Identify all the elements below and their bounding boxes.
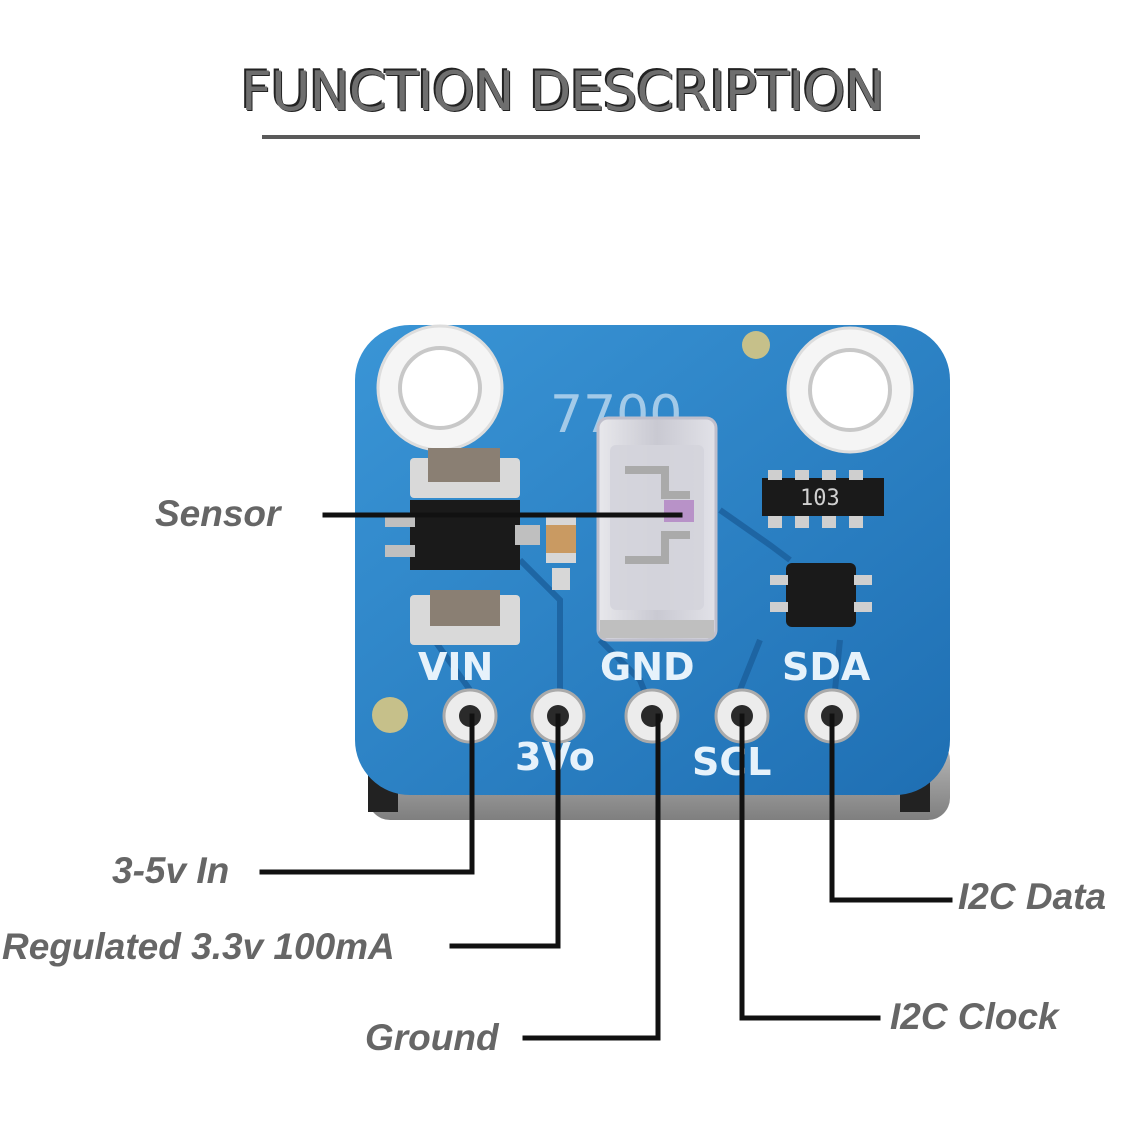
leader-gnd bbox=[522, 713, 661, 1041]
callout-i2c-clock: I2C Clock bbox=[890, 996, 1059, 1037]
callout-sensor: Sensor bbox=[155, 493, 281, 534]
leader-scl bbox=[739, 713, 881, 1021]
silkscreen-gnd: GND bbox=[600, 645, 695, 689]
resistor-network: 103 bbox=[762, 470, 884, 528]
small-capacitor bbox=[546, 515, 576, 590]
mounting-hole-left bbox=[376, 324, 504, 452]
test-pad bbox=[372, 697, 408, 733]
silkscreen-vin: VIN bbox=[418, 645, 493, 689]
mounting-hole-right bbox=[786, 326, 914, 454]
callout-regulated-output: Regulated 3.3v 100mA bbox=[2, 926, 395, 967]
page-title: FUNCTION DESCRIPTION bbox=[240, 60, 885, 123]
leader-3vo bbox=[449, 713, 561, 949]
color-sensor-chip bbox=[596, 416, 718, 642]
resistor-marking: 103 bbox=[800, 486, 840, 511]
level-shifter-ic bbox=[770, 563, 872, 627]
silkscreen-sda: SDA bbox=[782, 645, 871, 689]
pad-gnd bbox=[624, 688, 680, 744]
voltage-regulator bbox=[385, 448, 540, 645]
silkscreen-scl: SCL bbox=[692, 740, 771, 784]
callout-ground: Ground bbox=[365, 1017, 499, 1058]
test-pad bbox=[742, 331, 770, 359]
leader-vin bbox=[259, 713, 475, 875]
callout-vin: 3-5v In bbox=[112, 850, 230, 891]
callout-i2c-data: I2C Data bbox=[958, 876, 1107, 917]
title-underline bbox=[262, 135, 920, 139]
leader-sda bbox=[829, 713, 953, 903]
